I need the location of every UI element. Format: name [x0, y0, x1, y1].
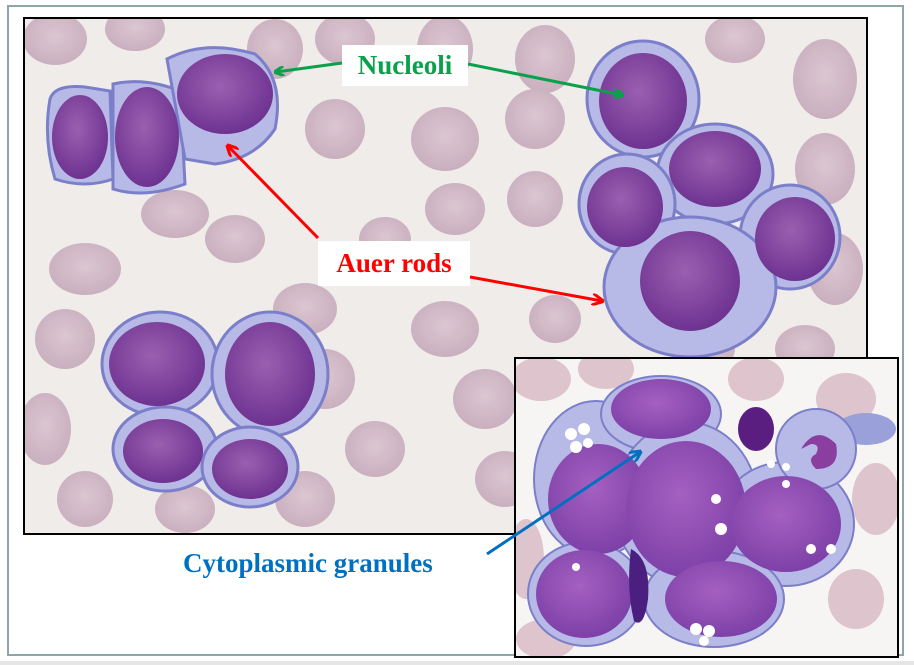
inset-micrograph [514, 357, 899, 658]
main-micrograph [23, 17, 868, 535]
inset-micrograph-illustration [516, 359, 897, 656]
label-cytoplasmic-granules: Cytoplasmic granules [183, 548, 433, 578]
label-nucleoli: Nucleoli [342, 45, 468, 86]
bottom-divider [0, 661, 914, 665]
label-auer-rods: Auer rods [318, 241, 470, 286]
